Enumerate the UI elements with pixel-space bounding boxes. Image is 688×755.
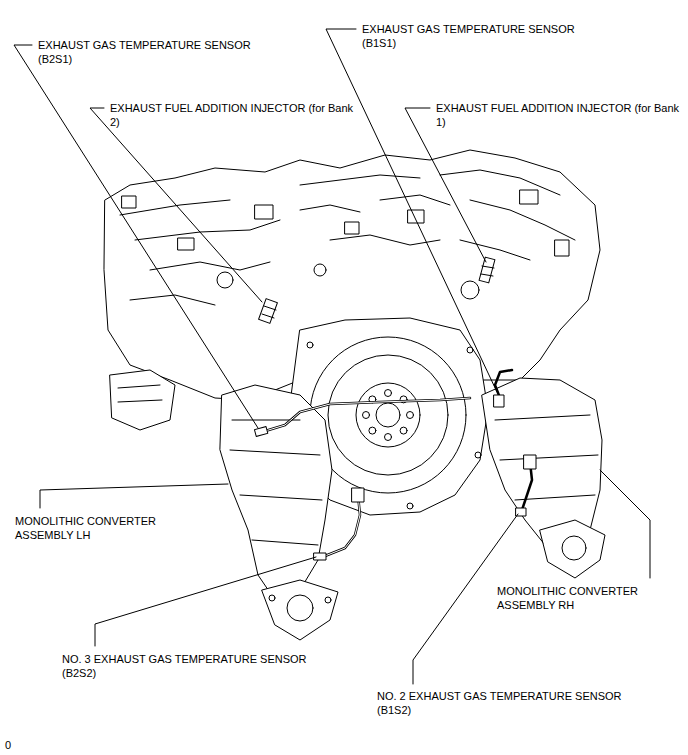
callout-label: EXHAUST GAS TEMPERATURE SENSOR (B1S1) (362, 22, 577, 50)
flange-lh (262, 580, 338, 640)
engine-detail (122, 196, 136, 208)
flange-rh-hole (562, 536, 586, 560)
flywheel (328, 355, 448, 475)
engine-detail (461, 281, 479, 299)
engine-detail (178, 238, 194, 250)
bolt (475, 452, 481, 458)
flange-lh-bolt (325, 597, 331, 603)
engine-detail (555, 240, 569, 256)
sensor-cable (262, 398, 470, 432)
sensor-cable (325, 495, 360, 556)
bolt (407, 503, 413, 509)
flange-lh-bolt (269, 595, 275, 601)
callout-label: NO. 2 EXHAUST GAS TEMPERATURE SENSOR (B1… (377, 689, 647, 717)
converter-lh (220, 385, 332, 600)
manifold (110, 370, 175, 430)
flywheel (310, 337, 466, 493)
engine-detail (255, 205, 273, 219)
sensor-body (254, 427, 267, 437)
injector-bank1 (479, 257, 495, 283)
sensor-body (494, 395, 504, 407)
callout-label: MONOLITHIC CONVERTER ASSEMBLY RH (497, 584, 657, 612)
callout-label: EXHAUST GAS TEMPERATURE SENSOR (B2S1) (38, 38, 253, 66)
callout-label: NO. 3 EXHAUST GAS TEMPERATURE SENSOR (B2… (62, 652, 332, 680)
injector-bank1 (481, 266, 494, 276)
sensor-cable (262, 398, 470, 432)
sensor-cable (325, 495, 360, 556)
callout-label: EXHAUST FUEL ADDITION INJECTOR (for Bank… (110, 101, 360, 129)
flywheel-bolts (363, 390, 414, 441)
sensor-cable (495, 370, 512, 398)
injector-bank2 (262, 306, 276, 318)
sensor-connector (352, 488, 364, 502)
engine-detail (314, 264, 326, 276)
callout-label: MONOLITHIC CONVERTER ASSEMBLY LH (15, 514, 175, 542)
injector-bank2 (259, 299, 278, 324)
flywheel-hub (356, 383, 420, 447)
engine-detail (217, 272, 233, 288)
engine-detail (120, 170, 575, 305)
converter-lh-detail (230, 420, 322, 545)
bolt (467, 347, 473, 353)
flange-lh-hole (287, 595, 313, 621)
bolt (307, 342, 313, 348)
sensor-connector (524, 455, 536, 469)
converter-rh (482, 378, 602, 548)
converter-rh-detail (495, 415, 598, 500)
flange-rh (540, 520, 605, 578)
engine-detail (345, 222, 359, 234)
sensor-body (314, 553, 326, 560)
callout-label: EXHAUST FUEL ADDITION INJECTOR (for Bank… (436, 101, 681, 129)
flywheel-hub (376, 403, 400, 427)
engine-detail (520, 190, 538, 204)
figure-number: 0 (5, 738, 11, 752)
